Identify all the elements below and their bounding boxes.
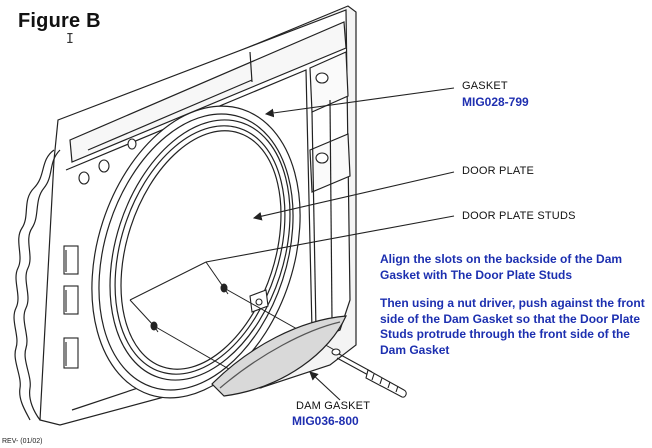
text-cursor-icon: I xyxy=(66,32,74,47)
dam-gasket-label: DAM GASKET xyxy=(296,400,371,412)
instruction-step-2: Then using a nut driver, push against th… xyxy=(380,296,645,357)
gasket-label: GASKET xyxy=(462,80,508,92)
nut-driver xyxy=(331,348,407,398)
dam-gasket-part-number: MIG036-800 xyxy=(292,414,359,428)
revision-note: REV- (01/02) xyxy=(2,438,43,445)
door-plate-label: DOOR PLATE xyxy=(462,165,535,177)
dam-gasket xyxy=(211,315,347,397)
gasket-part-number: MIG028-799 xyxy=(462,95,529,109)
leader-lines xyxy=(205,87,455,401)
gasket-ring xyxy=(109,119,291,381)
door-plate-opening xyxy=(91,105,301,399)
panel-slots xyxy=(63,245,79,369)
lower-hardware xyxy=(249,289,269,313)
door-plate-studs-label: DOOR PLATE STUDS xyxy=(462,210,576,222)
panel-wavy-edge xyxy=(13,149,61,421)
figure-title: Figure B xyxy=(18,10,101,32)
instruction-step-1: Align the slots on the backside of the D… xyxy=(380,252,623,282)
